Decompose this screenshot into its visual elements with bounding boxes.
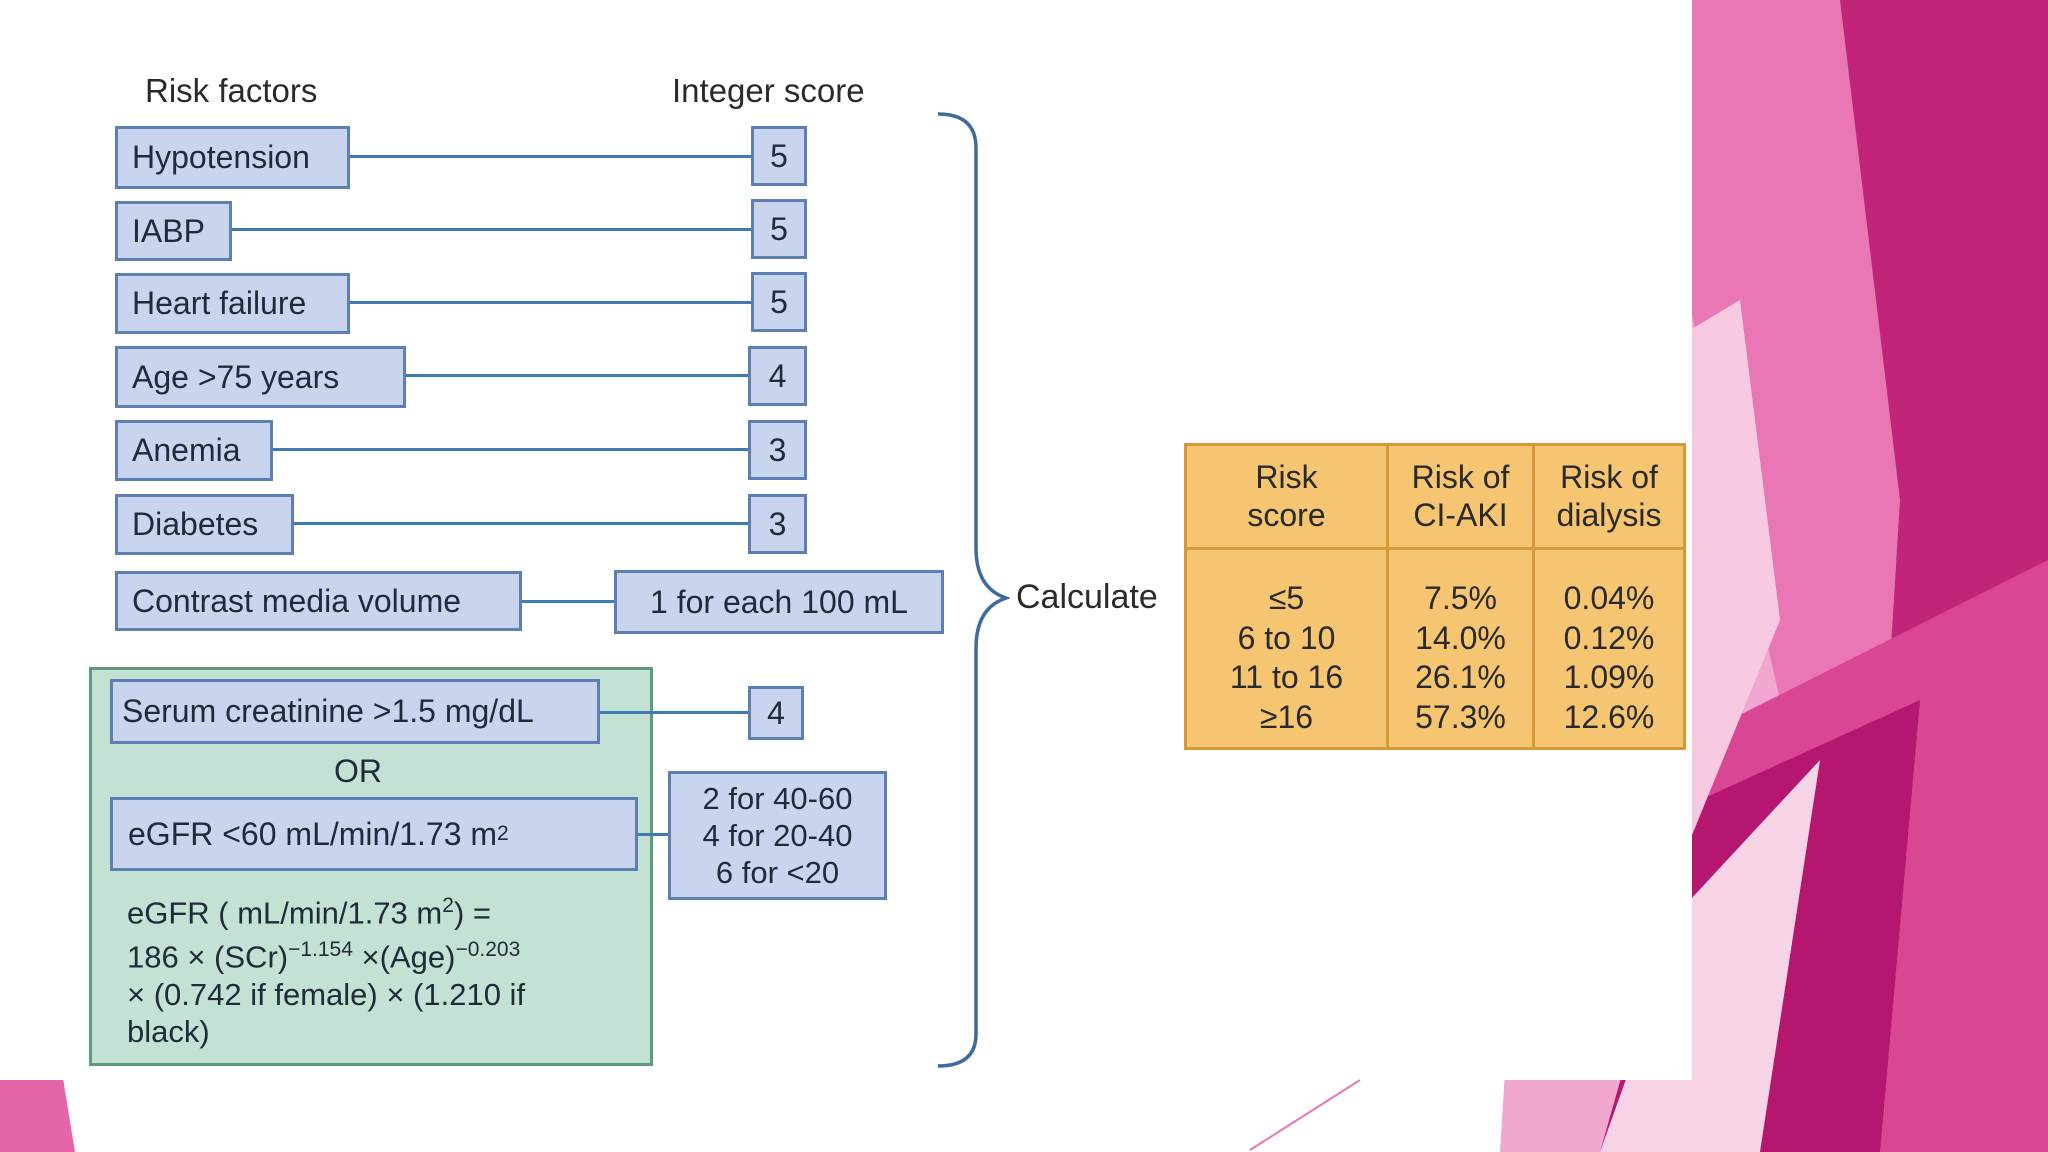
formula-text: ×(Age) <box>352 939 456 975</box>
score-box: 3 <box>748 420 807 480</box>
table-cell: 7.5% <box>1424 580 1497 616</box>
table-divider <box>1532 446 1535 747</box>
serum-creatinine-box: Serum creatinine >1.5 mg/dL <box>110 679 600 744</box>
table-cell: 0.12% <box>1563 619 1655 656</box>
egfr-score-line: 2 for 40-60 <box>702 781 853 816</box>
table-cell: 26.1% <box>1415 659 1506 695</box>
score-box: 3 <box>748 494 807 554</box>
score-box: 5 <box>751 199 807 259</box>
table-cell: 57.3% <box>1415 698 1506 735</box>
risk-factor-diabetes: Diabetes <box>115 494 294 555</box>
table-divider <box>1187 547 1683 550</box>
table-header-text: Risk of <box>1560 459 1658 495</box>
egfr-label-superscript: 2 <box>497 822 509 845</box>
formula-line: 186 × (SCr)−1.154 ×(Age)−0.203 <box>127 931 647 975</box>
table-cell: 1.09% <box>1563 659 1655 695</box>
table-cell: ≤5 <box>1268 580 1305 616</box>
egfr-label: eGFR <60 mL/min/1.73 m <box>128 815 498 852</box>
integer-score-header: Integer score <box>672 72 865 109</box>
table-cell: ≥16 <box>1259 698 1314 735</box>
table-cell: 6 to 10 <box>1237 619 1336 656</box>
connector-line <box>292 522 750 525</box>
risk-factor-iabp: IABP <box>115 201 232 261</box>
table-header-text: CI-AKI <box>1413 497 1508 533</box>
formula-line: eGFR ( mL/min/1.73 m2) = <box>127 887 647 931</box>
table-cell: 0.04% <box>1563 580 1655 616</box>
connector-line <box>348 301 752 304</box>
formula-line: black) <box>127 1013 210 1049</box>
egfr-score-box: 2 for 40-60 4 for 20-40 6 for <20 <box>668 771 887 900</box>
table-header-text: Risk of <box>1411 459 1510 495</box>
table-column-risk-score: ≤5 6 to 10 11 to 16 ≥16 <box>1187 579 1386 737</box>
formula-text: 186 × (SCr) <box>127 939 289 975</box>
bg-thin-line <box>1249 1079 1361 1151</box>
egfr-score-line: 6 for <20 <box>715 855 840 890</box>
score-box: 4 <box>748 346 807 406</box>
calculate-label: Calculate <box>1016 578 1158 616</box>
table-header-risk-ci-aki: Risk of CI-AKI <box>1389 458 1532 534</box>
table-header-text: Risk <box>1255 459 1318 495</box>
score-box: 5 <box>751 126 807 186</box>
formula-superscript: −0.203 <box>455 938 521 962</box>
risk-factors-header: Risk factors <box>145 72 318 109</box>
score-box-contrast: 1 for each 100 mL <box>614 570 944 634</box>
score-box: 4 <box>748 686 804 740</box>
risk-table: Risk score Risk of CI-AKI Risk of dialys… <box>1184 443 1686 750</box>
bg-facet-6 <box>1690 300 1780 840</box>
table-header-text: dialysis <box>1556 497 1662 533</box>
table-header-risk-score: Risk score <box>1187 458 1386 534</box>
formula-text: eGFR ( mL/min/1.73 m <box>127 895 443 931</box>
egfr-formula: eGFR ( mL/min/1.73 m2) = 186 × (SCr)−1.1… <box>127 887 647 1050</box>
connector-line <box>230 228 752 231</box>
risk-factor-contrast-volume: Contrast media volume <box>115 571 522 631</box>
connector-line <box>636 833 670 836</box>
table-header-risk-dialysis: Risk of dialysis <box>1535 458 1683 534</box>
formula-superscript: 2 <box>442 894 454 917</box>
connector-line <box>271 448 750 451</box>
curly-brace <box>937 112 1010 1068</box>
risk-factor-age: Age >75 years <box>115 346 406 408</box>
table-divider <box>1386 446 1389 747</box>
risk-factor-heart-failure: Heart failure <box>115 273 350 334</box>
connector-line <box>596 711 750 714</box>
table-column-dialysis: 0.04% 0.12% 1.09% 12.6% <box>1535 579 1683 737</box>
table-column-ci-aki: 7.5% 14.0% 26.1% 57.3% <box>1389 579 1532 737</box>
connector-line <box>348 155 752 158</box>
formula-line: × (0.742 if female) × (1.210 if <box>127 976 526 1012</box>
table-cell: 12.6% <box>1563 698 1655 735</box>
table-header-text: score <box>1247 497 1326 533</box>
risk-factor-hypotension: Hypotension <box>115 126 350 189</box>
formula-text: ) = <box>453 895 491 931</box>
formula-superscript: −1.154 <box>288 938 353 962</box>
table-cell: 11 to 16 <box>1229 659 1344 695</box>
connector-line <box>520 600 616 603</box>
score-box: 5 <box>751 272 807 332</box>
egfr-score-line: 4 for 20-40 <box>702 818 853 853</box>
or-label: OR <box>334 753 382 789</box>
connector-line <box>404 374 750 377</box>
bg-facet-top <box>1570 0 1692 55</box>
risk-factor-anemia: Anemia <box>115 420 273 481</box>
table-cell: 14.0% <box>1415 619 1506 656</box>
